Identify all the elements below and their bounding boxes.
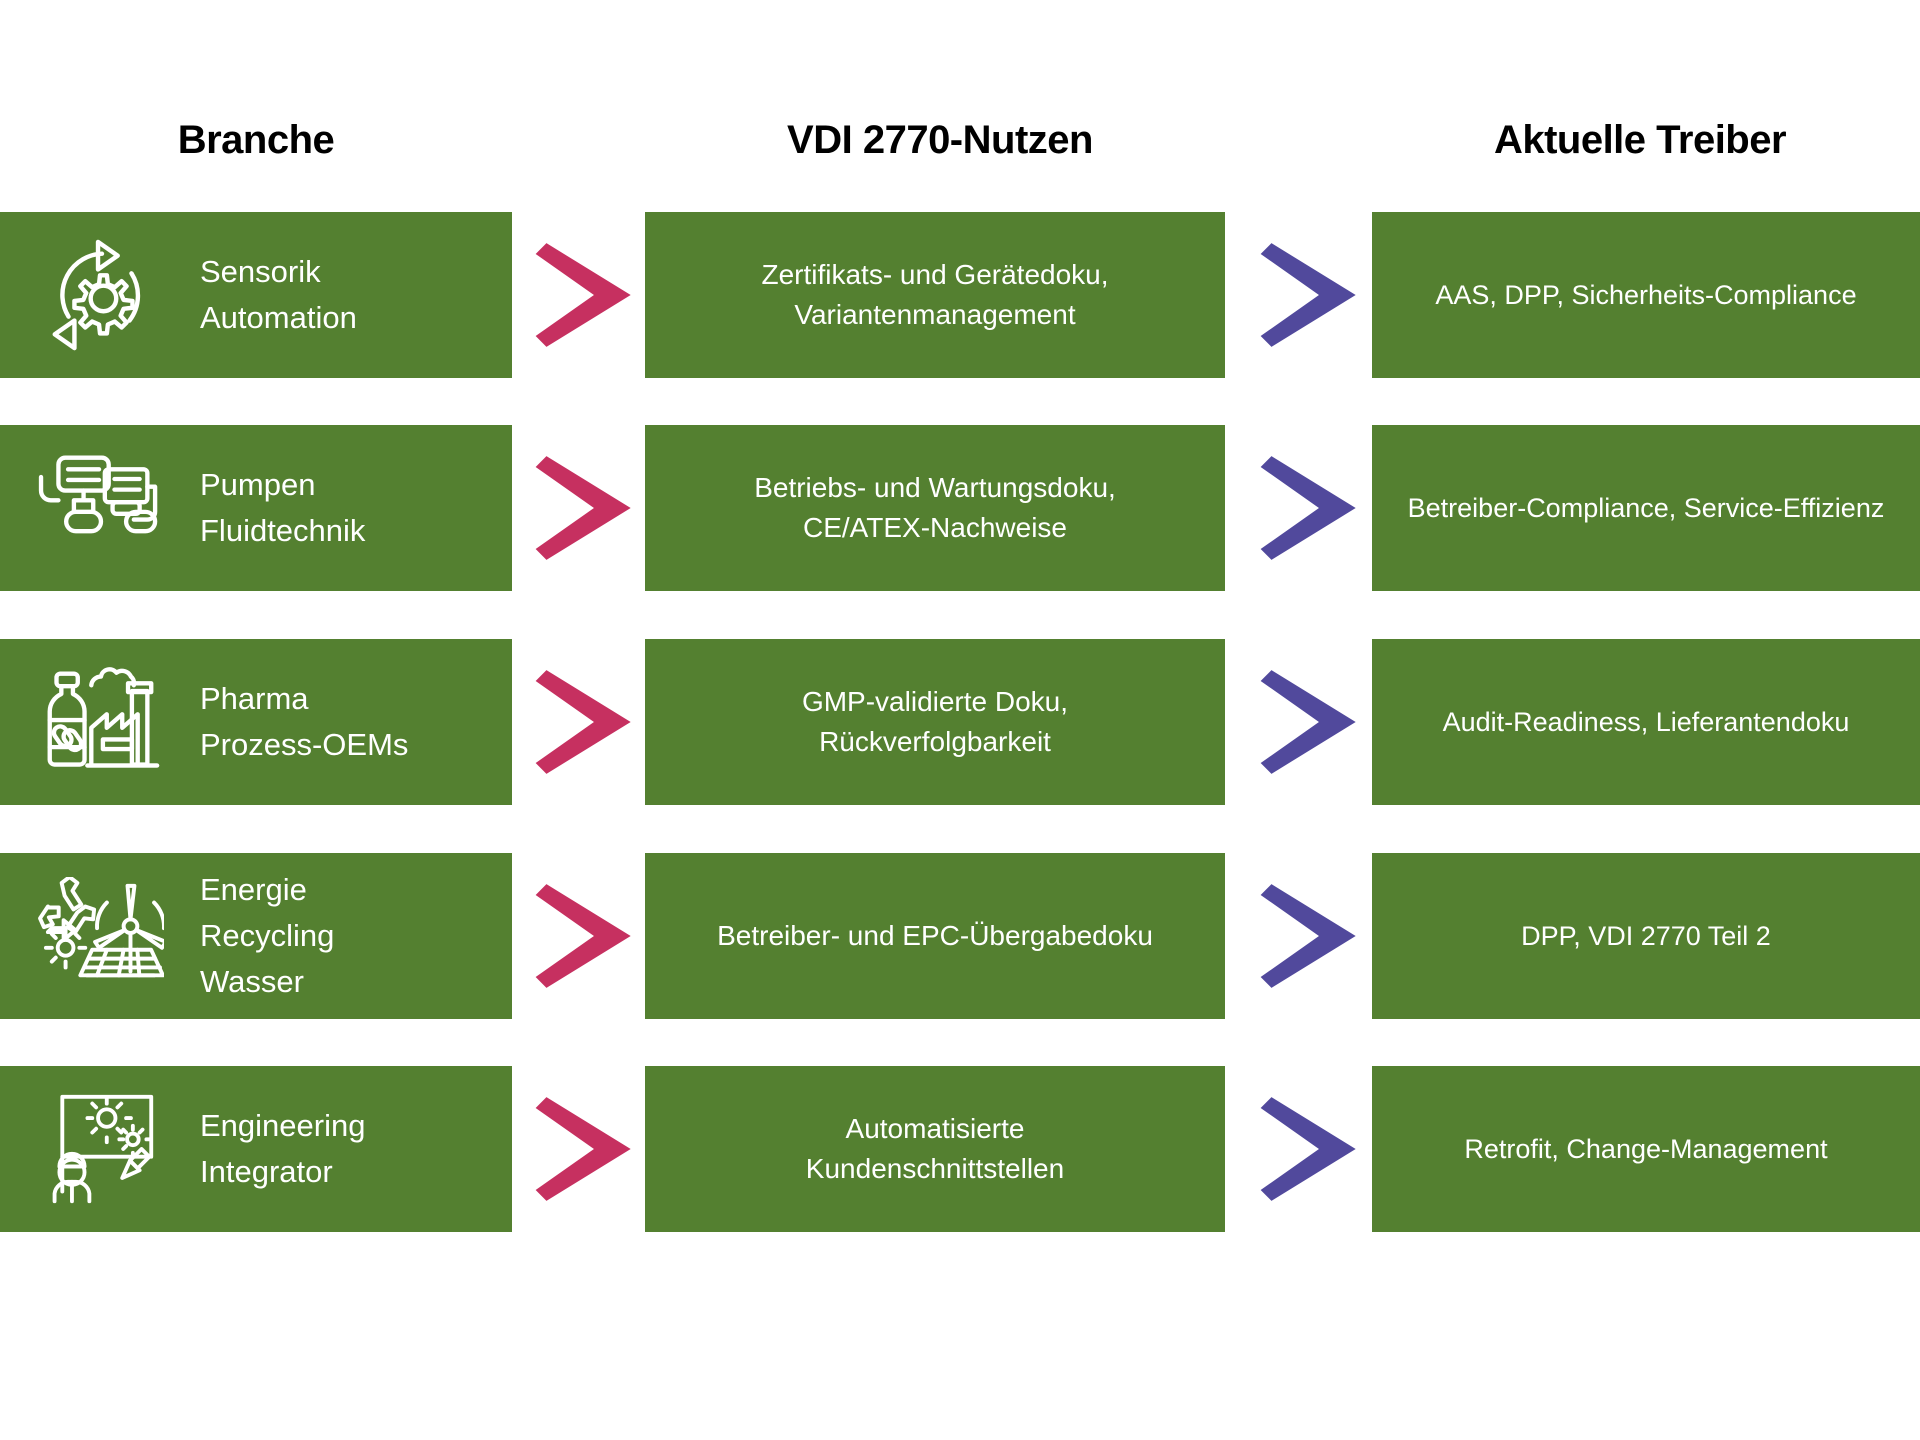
branch-label-line1: Engineering (200, 1108, 366, 1144)
driver-text: AAS, DPP, Sicherheits-Compliance (1435, 279, 1857, 310)
driver-text: Betreiber-Compliance, Service-Effizienz (1407, 492, 1885, 523)
column-headers: Branche VDI 2770-Nutzen Aktuelle Treiber (0, 118, 1920, 182)
benefit-line2: Variantenmanagement (794, 299, 1076, 330)
chevron-right-purple (1252, 668, 1360, 776)
branch-box-pumpen[interactable]: Pumpen Fluidtechnik (0, 425, 512, 591)
branch-label-line2: Fluidtechnik (200, 513, 366, 548)
chevron-right-pink (527, 882, 635, 990)
benefit-box[interactable]: Betreiber- und EPC-Übergabedoku (645, 853, 1225, 1019)
pump-fluid-icon (0, 425, 200, 591)
column-header-aktuelle-treiber: Aktuelle Treiber (1493, 118, 1787, 162)
chevron-right-purple (1252, 1095, 1360, 1203)
table-row: Pumpen Fluidtechnik Betriebs- und Wartun… (0, 425, 1920, 591)
benefit-line1: Automatisierte (845, 1113, 1025, 1145)
chevron-right-purple (1252, 882, 1360, 990)
benefit-box[interactable]: GMP-validierte Doku, Rückverfolgbarkeit (645, 639, 1225, 805)
table-row: Sensorik Automation Zertifikats- und Ger… (0, 212, 1920, 378)
column-header-branche: Branche (177, 118, 335, 162)
branch-label: Pharma Prozess-OEMs (200, 676, 512, 768)
branch-label: Sensorik Automation (200, 249, 512, 341)
branch-label-line1: Pumpen (200, 467, 316, 503)
branch-box-energie[interactable]: Energie Recycling Wasser (0, 853, 512, 1019)
branch-label: Pumpen Fluidtechnik (200, 462, 512, 554)
benefit-box[interactable]: Zertifikats- und Gerätedoku, Variantenma… (645, 212, 1225, 378)
branch-label-line1: Sensorik (200, 254, 321, 290)
driver-box[interactable]: AAS, DPP, Sicherheits-Compliance (1372, 212, 1920, 378)
automation-gear-cycle-icon (0, 212, 200, 378)
branch-label-line1: Energie (200, 872, 307, 908)
benefit-box[interactable]: Automatisierte Kundenschnittstellen (645, 1066, 1225, 1232)
table-row: Engineering Integrator Automatisierte Ku… (0, 1066, 1920, 1232)
branch-label-line3: Wasser (200, 963, 304, 999)
benefit-box[interactable]: Betriebs- und Wartungsdoku, CE/ATEX-Nach… (645, 425, 1225, 591)
branch-label-line2: Automation (200, 300, 357, 335)
chevron-right-purple (1252, 241, 1360, 349)
branch-label-line2: Recycling (200, 918, 335, 954)
table-row: Pharma Prozess-OEMs GMP-validierte Doku,… (0, 639, 1920, 805)
driver-box[interactable]: Audit-Readiness, Lieferantendoku (1372, 639, 1920, 805)
driver-text: Audit-Readiness, Lieferantendoku (1442, 706, 1850, 737)
driver-box[interactable]: Betreiber-Compliance, Service-Effizienz (1372, 425, 1920, 591)
driver-text: Retrofit, Change-Management (1464, 1133, 1828, 1164)
benefit-line2: Kundenschnittstellen (805, 1153, 1065, 1184)
column-header-vdi-nutzen: VDI 2770-Nutzen (787, 118, 1093, 162)
driver-box[interactable]: Retrofit, Change-Management (1372, 1066, 1920, 1232)
branch-box-engineering[interactable]: Engineering Integrator (0, 1066, 512, 1232)
branch-label-line2: Prozess-OEMs (200, 727, 409, 762)
benefit-line2: CE/ATEX-Nachweise (802, 512, 1067, 543)
chevron-right-pink (527, 454, 635, 562)
chevron-right-pink (527, 1095, 635, 1203)
chevron-right-pink (527, 668, 635, 776)
recycling-wind-solar-icon (0, 853, 200, 1019)
branch-box-sensorik[interactable]: Sensorik Automation (0, 212, 512, 378)
branch-label-line2: Integrator (200, 1154, 333, 1189)
chevron-right-pink (527, 241, 635, 349)
chevron-right-purple (1252, 454, 1360, 562)
table-row: Energie Recycling Wasser Betreiber- und … (0, 853, 1920, 1019)
benefit-line1: Zertifikats- und Gerätedoku, (761, 259, 1109, 291)
driver-box[interactable]: DPP, VDI 2770 Teil 2 (1372, 853, 1920, 1019)
benefit-line1: GMP-validierte Doku, (801, 686, 1069, 718)
benefit-line1: Betreiber- und EPC-Übergabedoku (717, 920, 1153, 952)
engineer-planning-icon (0, 1066, 200, 1232)
branch-label: Energie Recycling Wasser (200, 867, 512, 1005)
branch-label: Engineering Integrator (200, 1103, 512, 1195)
branch-label-line1: Pharma (200, 681, 309, 717)
branch-box-pharma[interactable]: Pharma Prozess-OEMs (0, 639, 512, 805)
benefit-line1: Betriebs- und Wartungsdoku, (754, 472, 1116, 504)
pharma-bottle-factory-icon (0, 639, 200, 805)
driver-text: DPP, VDI 2770 Teil 2 (1521, 920, 1771, 951)
benefit-line2: Rückverfolgbarkeit (819, 726, 1051, 757)
